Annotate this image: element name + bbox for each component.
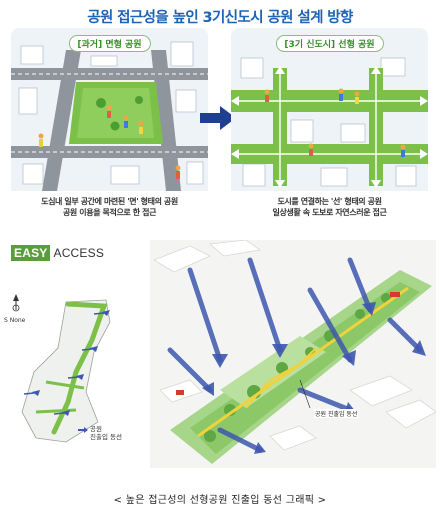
- aerial-park-render: [150, 240, 436, 468]
- compass-label: S None: [4, 317, 26, 324]
- linear-park-caption: 도시를 연결하는 '선' 형태의 공원 일상생활 속 도보로 자연스러운 접근: [231, 191, 428, 224]
- linear-park-panel: [3기 신도시] 선형 공원 도시를 연결하는 '선' 형태의 공원 일상생활 …: [231, 28, 428, 224]
- legend-line1: 공원: [90, 425, 102, 433]
- legend-line2: 진출입 동선: [90, 433, 122, 442]
- page-title: 공원 접근성을 높인 3기신도시 공원 설계 방향: [87, 10, 353, 26]
- past-park-caption: 도심내 일부 공간에 마련된 '면' 형태의 공원 공원 이용을 목적으로 한 …: [11, 191, 208, 224]
- site-minimap: [12, 294, 111, 443]
- linear-park-illustration: [231, 57, 428, 188]
- minimap-legend: 공원 진출입 동선: [90, 425, 122, 442]
- past-caption-line2: 공원 이용을 목적으로 한 접근: [62, 207, 157, 217]
- linear-caption-line2: 일상생활 속 도보로 자연스러운 접근: [272, 207, 387, 217]
- north-arrow-icon: [12, 294, 20, 312]
- past-park-panel: [과거] 면형 공원 도심내 일부 공간에 마련된 '면' 형태의 공원 공원 …: [11, 28, 208, 224]
- past-caption-line1: 도심내 일부 공간에 마련된 '면' 형태의 공원: [41, 196, 178, 206]
- transition-arrow-icon: [200, 106, 236, 130]
- aerial-access-label: 공원 진출입 동선: [314, 409, 359, 418]
- area-park-illustration: [11, 41, 208, 191]
- past-park-tag: [과거] 면형 공원: [68, 35, 151, 52]
- linear-caption-line1: 도시를 연결하는 '선' 형태의 공원: [277, 196, 382, 206]
- easy-word: EASY: [11, 245, 51, 261]
- access-word: ACCESS: [53, 246, 105, 260]
- linear-park-tag: [3기 신도시] 선형 공원: [275, 35, 384, 52]
- figure-caption: < 높은 접근성의 선형공원 진출입 동선 그래픽 >: [113, 495, 327, 506]
